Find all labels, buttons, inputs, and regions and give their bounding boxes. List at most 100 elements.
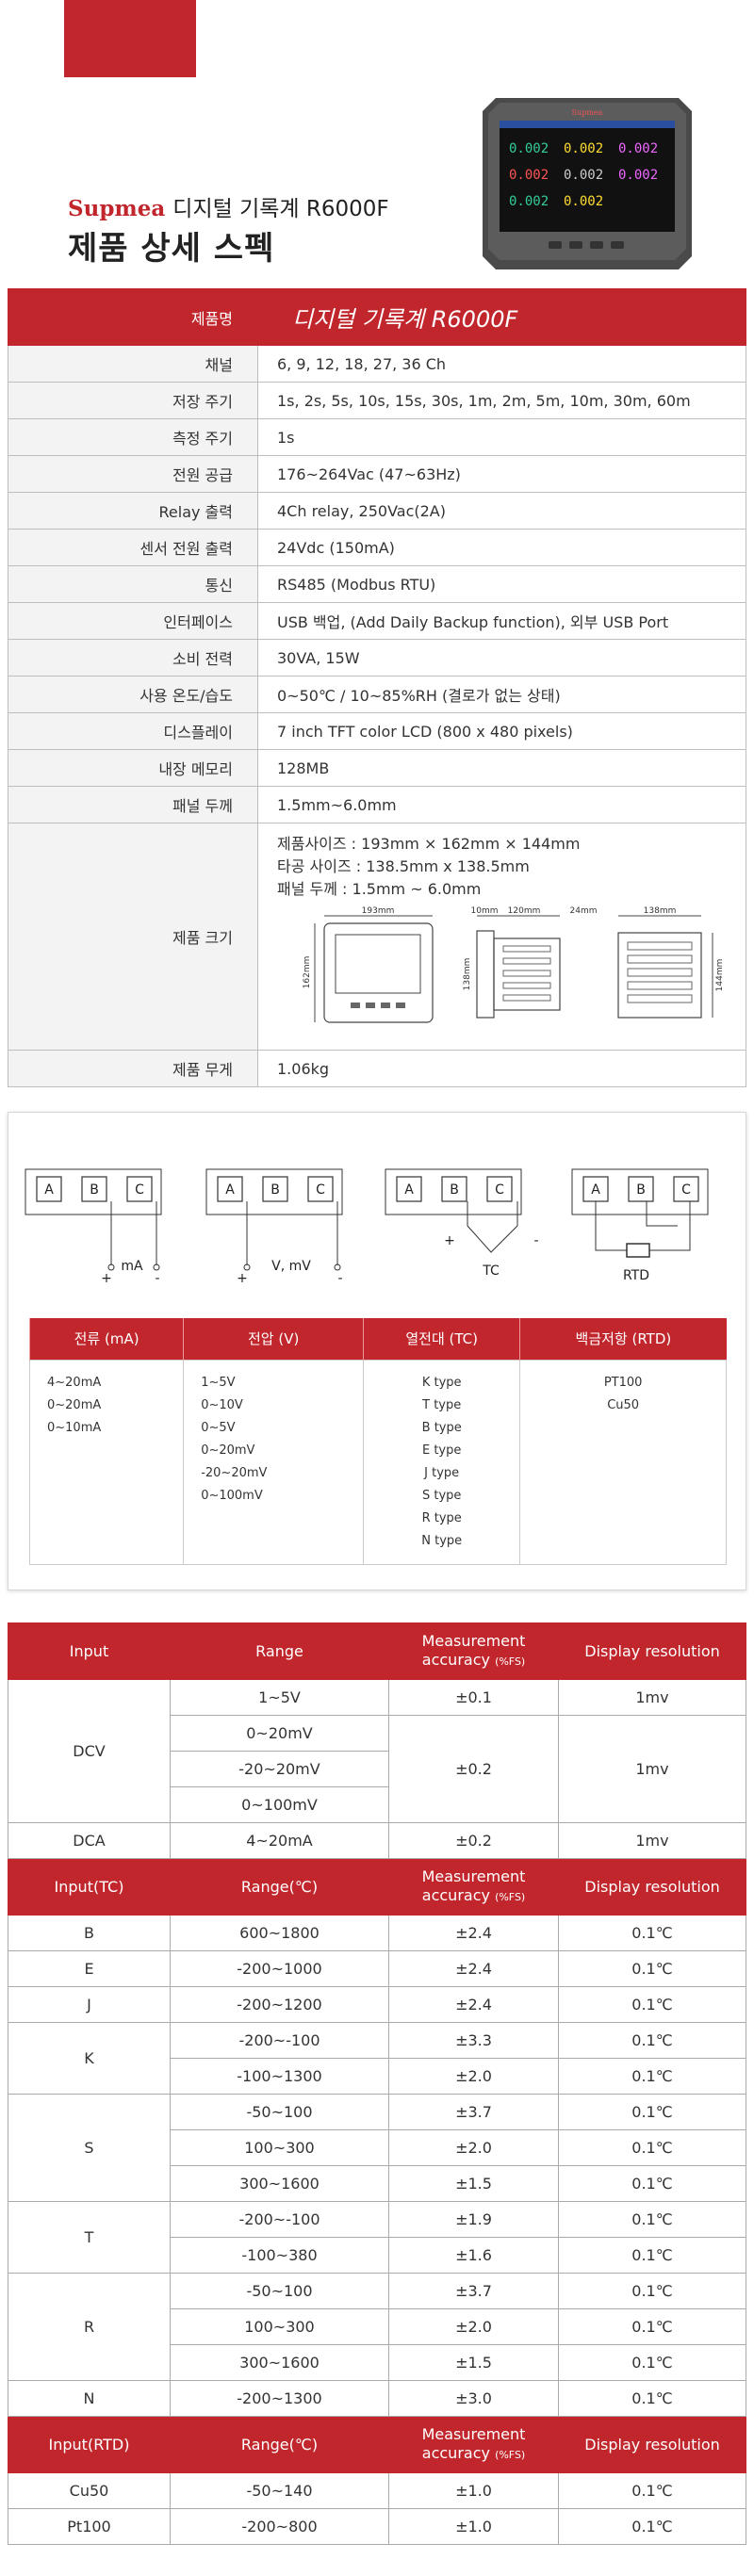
rtd-resistor bbox=[626, 1243, 650, 1258]
accuracy-value: ±2.4 bbox=[388, 1986, 559, 2023]
terminal-box bbox=[36, 1176, 62, 1202]
terminal-label: C bbox=[681, 1182, 691, 1198]
header-resolution: Display resolution bbox=[558, 2416, 746, 2473]
input-name: R bbox=[8, 2273, 171, 2381]
rear-slot bbox=[627, 954, 693, 964]
device-readout: 0.002 bbox=[564, 168, 603, 183]
rear-slot bbox=[627, 994, 693, 1003]
front-view-outline bbox=[323, 922, 434, 1023]
range-value: -200~-100 bbox=[170, 2201, 389, 2238]
header-measurement-text: Measurement bbox=[421, 1631, 526, 1650]
resolution-value: 0.1℃ bbox=[558, 2094, 746, 2130]
wire-end bbox=[153, 1264, 160, 1271]
input-name: DCV bbox=[8, 1679, 171, 1823]
signal-item: 0~10mA bbox=[47, 1420, 102, 1435]
terminal-label: B bbox=[450, 1182, 459, 1198]
range-value: 300~1600 bbox=[170, 2165, 389, 2202]
resolution-value: 0.1℃ bbox=[558, 2129, 746, 2166]
side-view-bezel bbox=[476, 930, 495, 1019]
side-slot bbox=[502, 970, 551, 977]
accuracy-value: ±2.4 bbox=[388, 1950, 559, 1987]
side-slot bbox=[502, 945, 551, 953]
side-slot bbox=[502, 982, 551, 989]
resolution-value: 0.1℃ bbox=[558, 2508, 746, 2545]
signal-item: 0~10V bbox=[201, 1397, 243, 1412]
rear-slot bbox=[627, 968, 693, 977]
signal-item: 0~20mV bbox=[201, 1443, 255, 1458]
spec-label: 저장 주기 bbox=[8, 382, 258, 419]
rear-slot bbox=[627, 941, 693, 951]
resolution-value: 0.1℃ bbox=[558, 2308, 746, 2345]
terminal-box bbox=[81, 1176, 107, 1202]
front-width-label: 193mm bbox=[362, 906, 395, 916]
signal-item: 4~20mA bbox=[47, 1375, 102, 1390]
range-value: 4~20mA bbox=[170, 1822, 389, 1859]
accuracy-value: ±2.0 bbox=[388, 2308, 559, 2345]
rtd-label: RTD bbox=[623, 1268, 649, 1283]
spec-label: 전원 공급 bbox=[8, 455, 258, 493]
input-name: N bbox=[8, 2380, 171, 2417]
signal-header-tc: 열전대 (TC) bbox=[363, 1318, 520, 1360]
header-input: Input bbox=[8, 1622, 171, 1680]
header-input: Input(RTD) bbox=[8, 2416, 171, 2473]
terminal-box bbox=[673, 1176, 699, 1202]
terminal-label: B bbox=[270, 1182, 280, 1198]
accuracy-value: ±1.9 bbox=[388, 2201, 559, 2238]
accuracy-value: ±1.0 bbox=[388, 2472, 559, 2509]
terminal-block bbox=[205, 1168, 343, 1215]
range-value: 1~5V bbox=[170, 1679, 389, 1716]
spec-value: 1.06kg bbox=[257, 1050, 746, 1087]
range-value: -200~1200 bbox=[170, 1986, 389, 2023]
wire-end bbox=[243, 1264, 251, 1271]
input-name: S bbox=[8, 2094, 171, 2202]
spec-head-label: 제품명 bbox=[8, 288, 258, 346]
rtd-wire bbox=[646, 1201, 678, 1227]
front-button bbox=[366, 1003, 375, 1008]
range-value: -200~1000 bbox=[170, 1950, 389, 1987]
spec-value: 1s, 2s, 5s, 10s, 15s, 30s, 1m, 2m, 5m, 1… bbox=[257, 382, 746, 419]
resolution-value: 0.1℃ bbox=[558, 2201, 746, 2238]
spec-label: 소비 전력 bbox=[8, 639, 258, 677]
device-readout: 0.002 bbox=[564, 141, 603, 156]
product-line-text: 디지털 기록계 R6000F bbox=[172, 197, 389, 221]
terminal-label: B bbox=[636, 1182, 646, 1198]
terminal-label: A bbox=[225, 1182, 235, 1198]
spec-head-value: 디지털 기록계 R6000F bbox=[257, 288, 746, 346]
top-accent-bar bbox=[64, 0, 196, 77]
range-value: -200~800 bbox=[170, 2508, 389, 2545]
signal-item: 0~5V bbox=[201, 1420, 236, 1435]
spec-value: 30VA, 15W bbox=[257, 639, 746, 677]
brand-logo: Supmea bbox=[68, 196, 166, 221]
signal-item: E type bbox=[421, 1443, 462, 1458]
wire-end bbox=[107, 1264, 115, 1271]
v-plus: + bbox=[237, 1271, 248, 1286]
range-value: 100~300 bbox=[170, 2308, 389, 2345]
side-slot bbox=[502, 957, 551, 965]
header-fs-text: (%FS) bbox=[495, 1655, 526, 1668]
spec-value: 128MB bbox=[257, 749, 746, 787]
terminal-label: C bbox=[316, 1182, 325, 1198]
header-input: Input(TC) bbox=[8, 1858, 171, 1916]
spec-value: 0~50℃ / 10~85%RH (결로가 없는 상태) bbox=[257, 676, 746, 713]
resolution-value: 0.1℃ bbox=[558, 2472, 746, 2509]
signal-item: 0~100mV bbox=[201, 1488, 263, 1503]
terminal-label: B bbox=[90, 1182, 99, 1198]
v-label: V, mV bbox=[271, 1259, 311, 1274]
spec-label: 측정 주기 bbox=[8, 418, 258, 456]
resolution-value: 1mv bbox=[558, 1822, 746, 1859]
range-value: -200~1300 bbox=[170, 2380, 389, 2417]
header-resolution: Display resolution bbox=[558, 1858, 746, 1916]
signal-header-current: 전류 (mA) bbox=[28, 1318, 184, 1360]
spec-label: 센서 전원 출력 bbox=[8, 529, 258, 566]
tc-junction-wire bbox=[467, 1201, 518, 1253]
